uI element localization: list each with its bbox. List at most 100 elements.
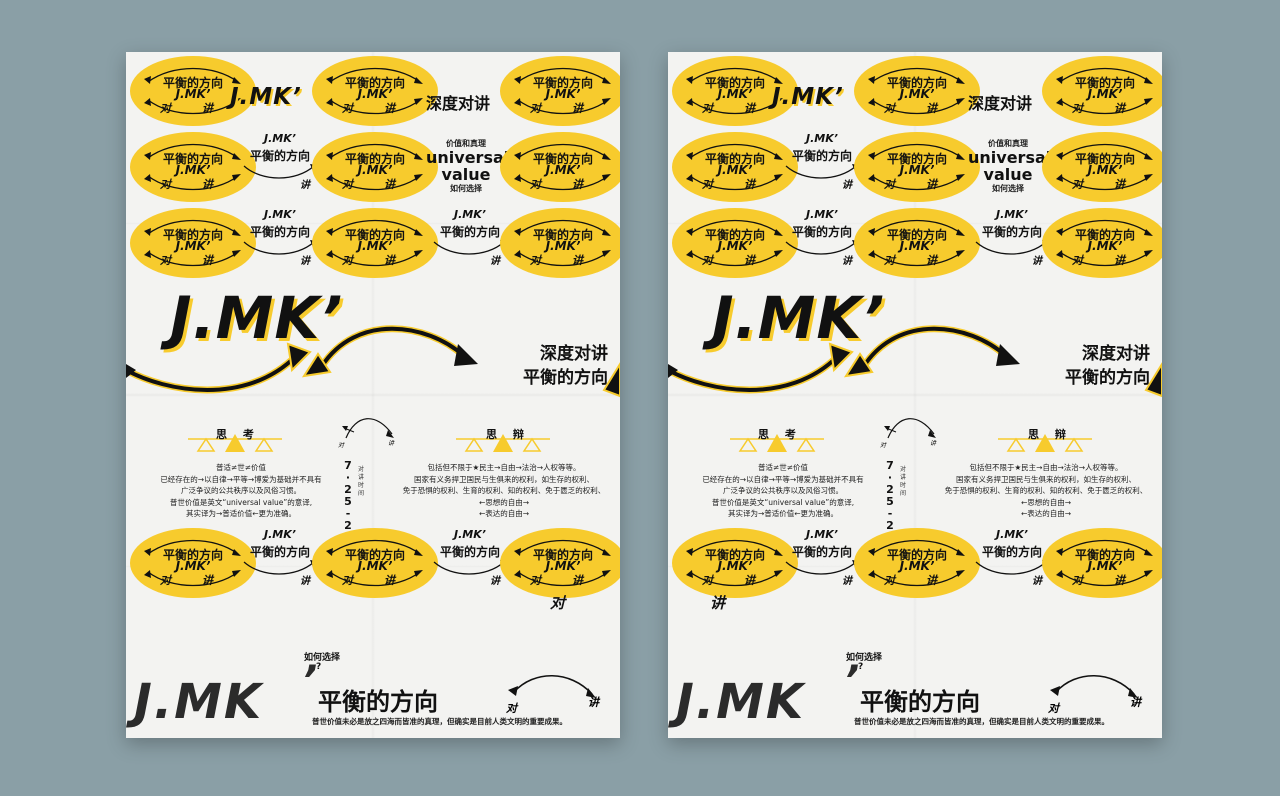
arc-arrow-icon — [1056, 174, 1153, 191]
lemon-jiang: 讲 — [926, 254, 937, 267]
lemon-jiang: 讲 — [202, 102, 213, 115]
lemon-dui: 对 — [702, 178, 713, 191]
arc-arrow-icon — [144, 174, 241, 191]
connector-title: 平衡的方向 — [249, 545, 310, 559]
debate-line: 国家有义务捍卫国民与生俱来的权利，如生存的权利、 — [956, 474, 1136, 484]
lemon-brand: J.MK’ — [357, 559, 393, 573]
connector-brand: J.MK’ — [264, 528, 296, 541]
lemon-dui: 对 — [884, 102, 895, 115]
arc-arrow-icon — [868, 174, 965, 191]
lemon-jiang: 讲 — [384, 254, 395, 267]
footer-subtitle: 普世价值未必是放之四海而皆准的真理，但确实是目前人类文明的重要成果。 — [312, 717, 567, 726]
lemon-brand: J.MK’ — [1087, 239, 1123, 253]
arc-arrow-icon — [514, 174, 611, 191]
small-arc-arrows — [884, 418, 936, 439]
header-deep-talk: 深度对讲 — [968, 94, 1033, 113]
connector-jiang: 讲 — [490, 576, 500, 587]
connector: J.MK’ 平衡的方向 讲 — [432, 208, 508, 278]
lemon-title: 平衡的方向 — [162, 76, 223, 90]
connector-jiang: 讲 — [300, 576, 310, 587]
lemon-jiang: 讲 — [202, 574, 213, 587]
arc-arrow-icon — [686, 98, 783, 115]
think-title: 思 考 — [216, 428, 260, 441]
debate-line: ←表达的自由→ — [478, 509, 530, 518]
debate-title: 思 辩 — [1028, 428, 1072, 441]
hero-arrows — [126, 325, 620, 398]
date-char: 7 — [886, 459, 894, 472]
time-label-char: 对 — [900, 466, 907, 473]
lemon-brand: J.MK’ — [899, 239, 935, 253]
date-char: · — [887, 471, 893, 484]
arc-arrow-icon — [326, 539, 423, 556]
arc-arrow-icon — [514, 570, 611, 587]
lemon-badge: 平衡的方向 J.MK’ 对 讲 — [1042, 208, 1162, 278]
footer-brand: J.MK — [134, 674, 264, 730]
lemon-title: 平衡的方向 — [532, 548, 593, 562]
time-label: 对 讲 时 间 — [358, 466, 366, 498]
connector-title: 平衡的方向 — [791, 545, 852, 559]
lemon-brand: J.MK’ — [545, 87, 581, 101]
lemon-badge: 平衡的方向 J.MK’ 对 讲 — [1042, 132, 1162, 202]
connector-title: 平衡的方向 — [791, 225, 852, 239]
header-brand: J.MK’ — [772, 84, 844, 110]
debate-line: 免于恐惧的权利、生育的权利、知的权利、免于匮乏的权利、 — [402, 486, 606, 495]
debate-line: ←思想的自由→ — [478, 497, 530, 507]
arc-arrow-icon — [326, 570, 423, 587]
lemon-brand: J.MK’ — [1087, 87, 1123, 101]
connector-brand: J.MK’ — [806, 132, 838, 145]
connector: J.MK’ 平衡的方向 讲 — [432, 528, 508, 598]
header-brand: J.MK’ — [230, 84, 302, 110]
time-label-char: 讲 — [900, 474, 907, 481]
arc-arrow-icon — [868, 250, 965, 267]
connector: J.MK’ 平衡的方向 讲 — [784, 528, 860, 598]
footer-subtitle: 普世价值未必是放之四海而皆准的真理，但确实是目前人类文明的重要成果。 — [854, 717, 1109, 726]
arc-arrow-icon — [1056, 250, 1153, 267]
lemon-badge: 平衡的方向 J.MK’ 对 讲 — [672, 528, 798, 598]
small-arc-arrows — [342, 418, 394, 439]
hero-line2: 平衡的方向 — [1065, 368, 1150, 388]
footer-arc-arrows — [1050, 674, 1138, 698]
connector: J.MK’ 平衡的方向 讲 — [784, 208, 860, 278]
row4-extra-char: 讲 — [710, 594, 726, 612]
lemon-badge: 平衡的方向 J.MK’ 对 讲 — [130, 208, 256, 278]
footer-brand: J.MK — [676, 674, 806, 730]
think-line: 普世价值是英文“universal value”的意译, — [169, 497, 313, 507]
lemon-title: 平衡的方向 — [532, 152, 593, 166]
hero-line1: 深度对讲 — [1082, 344, 1150, 364]
lemon-brand: J.MK’ — [545, 163, 581, 177]
connector-title: 平衡的方向 — [791, 149, 852, 163]
debate-line: 包括但不限于★民主→自由→法治→人权等等。 — [969, 463, 1123, 472]
lemon-title: 平衡的方向 — [704, 228, 765, 242]
lemon-jiang: 讲 — [926, 574, 937, 587]
arc-arrow-icon — [326, 143, 423, 160]
lemon-badge: 平衡的方向 J.MK’ 对 讲 — [312, 132, 438, 202]
debate-line: 免于恐惧的权利、生育的权利、知的权利、免于匮乏的权利、 — [944, 486, 1148, 495]
lemon-badge: 平衡的方向 J.MK’ 对 讲 — [312, 528, 438, 598]
arc-arrow-icon — [326, 98, 423, 115]
arc-arrow-icon — [1056, 539, 1153, 556]
lemon-dui: 对 — [1072, 254, 1083, 267]
think-line: 普适≠世≠价值 — [215, 463, 267, 472]
arc-arrow-icon — [514, 539, 611, 556]
lemon-brand: J.MK’ — [357, 239, 393, 253]
lemon-dui: 对 — [884, 574, 895, 587]
lemon-title: 平衡的方向 — [344, 152, 405, 166]
lemon-brand: J.MK’ — [175, 559, 211, 573]
lemon-dui: 对 — [702, 254, 713, 267]
question-mark: ? — [316, 662, 322, 672]
universal-post: 如何选择 — [450, 184, 482, 193]
arc-arrow-icon — [514, 219, 611, 236]
footer-dui: 对 — [506, 702, 517, 715]
connector-title: 平衡的方向 — [439, 545, 500, 559]
arc-jiang: 讲 — [930, 440, 937, 447]
lemon-jiang: 讲 — [1114, 254, 1125, 267]
connector-title: 平衡的方向 — [249, 149, 310, 163]
arc-dui: 对 — [880, 442, 887, 449]
lemon-title: 平衡的方向 — [344, 76, 405, 90]
arc-arrow-icon — [144, 98, 241, 115]
debate-line: 包括但不限于★民主→自由→法治→人权等等。 — [427, 463, 581, 472]
question-mark: ? — [858, 662, 864, 672]
universal-line2: value — [983, 165, 1033, 184]
think-body: 普适≠世≠价值 已经存在的→以自律→平等→博爱为基础并不具有 广泛争议的公共秩序… — [136, 462, 346, 520]
arc-arrow-icon — [686, 143, 783, 160]
